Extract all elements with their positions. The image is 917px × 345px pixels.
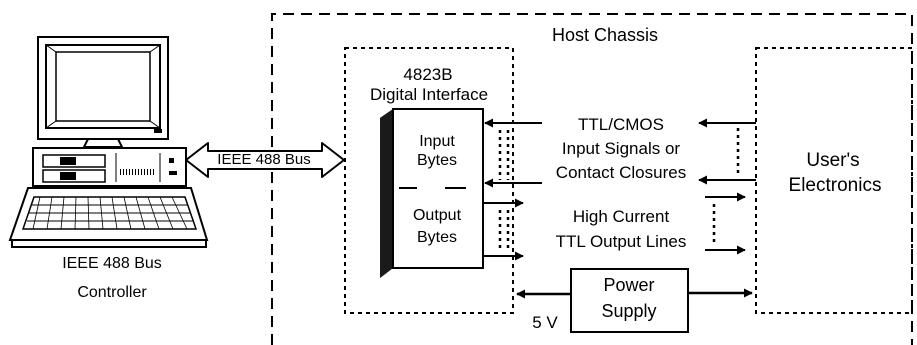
input-signal-arrows [484, 118, 756, 188]
interface-card[interactable] [380, 108, 484, 278]
interface-boundary [344, 47, 514, 314]
input-signals-line1: TTL/CMOS [578, 115, 664, 134]
desktop-computer-icon [8, 36, 209, 248]
input-bytes-line1: Input [419, 133, 455, 150]
power-arrows [516, 288, 753, 299]
host-chassis-title: Host Chassis [551, 25, 659, 45]
users-electronics-box [755, 47, 913, 314]
power-voltage-label: 5 V [532, 313, 558, 332]
controller-label-line1: IEEE 488 Bus [62, 255, 162, 272]
bus-label[interactable]: IEEE 488 Bus [217, 151, 311, 168]
power-supply-line1[interactable]: Power [603, 275, 655, 295]
output-lines-line1: High Current [572, 207, 670, 226]
power-supply-box[interactable] [570, 268, 689, 333]
users-electronics-line1: User's [806, 150, 860, 171]
output-bytes-line2: Bytes [416, 229, 458, 246]
signal-dotted-lines [498, 128, 740, 252]
output-bytes-line1: Output [412, 207, 462, 224]
power-supply-line2[interactable]: Supply [601, 301, 657, 321]
users-electronics-line2: Electronics [788, 175, 882, 196]
host-chassis-boundary [271, 13, 913, 345]
interface-title-line1: 4823B [403, 65, 453, 84]
input-signals-line3: Contact Closures [555, 163, 687, 182]
output-lines-line2: TTL Output Lines [555, 232, 687, 251]
output-line-arrows [484, 192, 746, 261]
input-signals-line2: Input Signals or [561, 139, 681, 158]
controller-label-line2: Controller [77, 284, 147, 301]
interface-title-line2: Digital Interface [369, 85, 489, 104]
input-bytes-line2: Bytes [416, 152, 458, 169]
